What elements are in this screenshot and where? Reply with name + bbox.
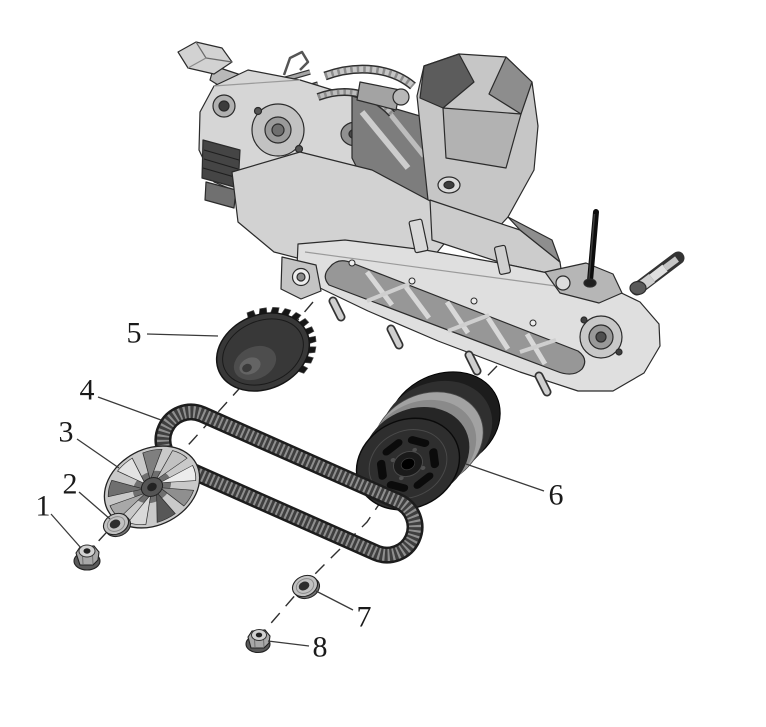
case-cross-struts <box>366 282 557 354</box>
part-5-drive-face-plate <box>215 307 317 392</box>
part-4-drive-belt <box>154 403 424 564</box>
clutch-face-slots <box>376 436 440 492</box>
leader-line-1 <box>50 513 82 549</box>
wire-bracket <box>282 50 310 76</box>
part-6-clutch-assembly <box>355 371 501 511</box>
gearbox-boss <box>579 315 623 359</box>
part-1-flange-nut <box>73 544 101 571</box>
callout-label-5: 5 <box>127 317 142 350</box>
callout-label-8: 8 <box>313 631 328 664</box>
intake-flange <box>251 103 305 157</box>
cam-boss <box>212 94 236 118</box>
part-7-washer <box>291 574 321 600</box>
case-studs <box>328 296 552 397</box>
callout-label-2: 2 <box>63 468 78 501</box>
callout-label-1: 1 <box>36 490 51 523</box>
leader-line-7 <box>315 590 354 611</box>
leader-line-6 <box>465 463 545 492</box>
leader-line-3 <box>76 438 120 469</box>
fan-blades <box>107 449 197 525</box>
callout-label-3: 3 <box>59 416 74 449</box>
part-3-variator-fan <box>103 445 201 529</box>
case-bolts <box>348 259 537 327</box>
engine-assembly <box>177 41 685 397</box>
cooling-fin-block <box>201 139 241 209</box>
callout-label-6: 6 <box>549 479 564 512</box>
leader-line-2 <box>78 491 111 520</box>
mount-bracket <box>280 256 322 300</box>
leader-line-8 <box>267 640 310 647</box>
part-8-nut <box>245 629 271 654</box>
leader-line-4 <box>97 396 162 421</box>
oil-dipstick <box>583 209 599 288</box>
case-web-struts <box>365 270 548 366</box>
carburetor-mount <box>356 81 410 111</box>
crankcase <box>231 151 563 277</box>
callout-label-4: 4 <box>80 374 95 407</box>
callout-label-7: 7 <box>357 601 372 634</box>
leader-line-5 <box>146 333 219 337</box>
kick-start-shaft <box>629 251 685 296</box>
